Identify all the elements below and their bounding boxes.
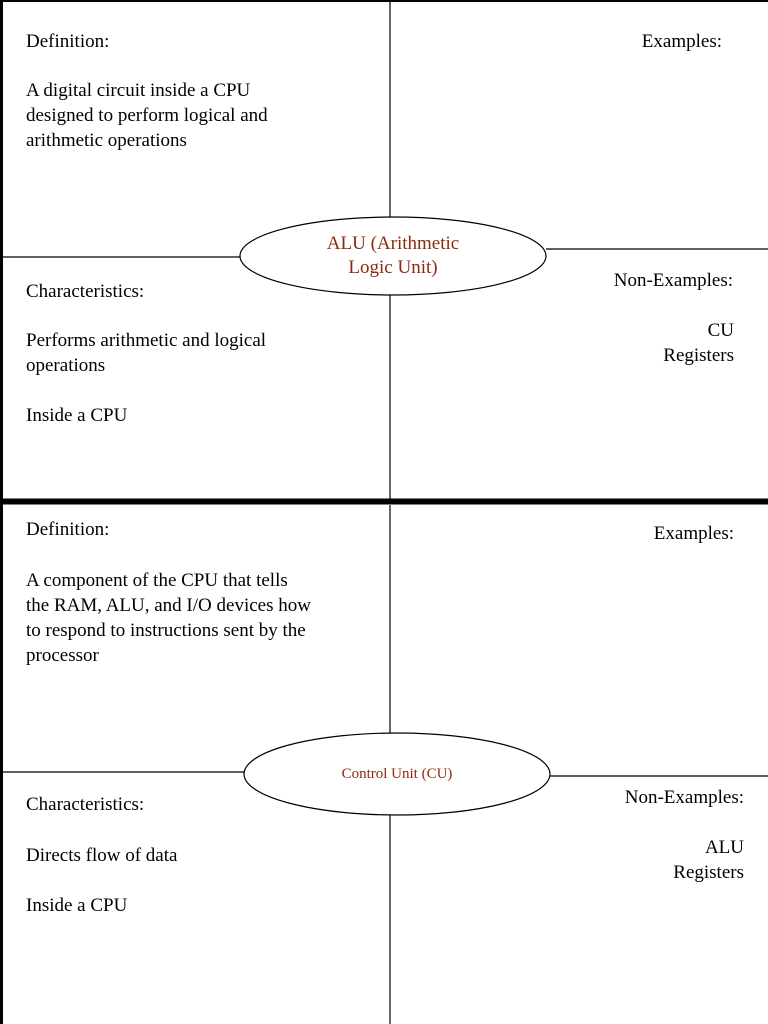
card1-non-examples-list: CU Registers	[663, 318, 734, 368]
center-label-line: Logic Unit)	[348, 257, 438, 278]
characteristics-line: Inside a CPU	[26, 895, 128, 916]
definition-line: to respond to instructions sent by the	[26, 620, 306, 641]
definition-line: processor	[26, 645, 99, 666]
characteristics-line: Inside a CPU	[26, 405, 128, 426]
card2-non-examples-heading: Non-Examples:	[624, 787, 744, 808]
center-label-line: ALU (Arithmetic	[326, 233, 460, 254]
card2-center-oval	[243, 732, 551, 816]
definition-line: A component of the CPU that tells	[26, 570, 288, 591]
characteristics-line: operations	[26, 355, 106, 376]
non-example-item: Registers	[673, 862, 744, 883]
card2-examples-heading: Examples:	[653, 523, 734, 544]
card2-center-label: Control Unit (CU)	[244, 733, 550, 815]
non-example-item: CU	[707, 320, 734, 341]
card2-non-examples-list: ALU Registers	[673, 835, 744, 885]
definition-line: designed to perform logical and	[26, 105, 268, 126]
card2-characteristics-text: Directs flow of data Inside a CPU	[26, 843, 177, 918]
characteristics-line: Directs flow of data	[26, 845, 178, 866]
card1-definition-text: A digital circuit inside a CPU designed …	[26, 78, 268, 153]
card1-center-oval	[239, 216, 547, 296]
definition-line: arithmetic operations	[26, 130, 187, 151]
characteristics-line: Performs arithmetic and logical	[26, 330, 267, 351]
card1-characteristics-text: Performs arithmetic and logical operatio…	[26, 328, 266, 428]
non-example-item: Registers	[663, 345, 734, 366]
non-example-item: ALU	[704, 837, 744, 858]
card1-definition-heading: Definition:	[26, 31, 110, 52]
card2-definition-text: A component of the CPU that tells the RA…	[26, 568, 311, 668]
center-label-line: Control Unit (CU)	[341, 765, 453, 782]
card1-examples-heading: Examples:	[641, 31, 722, 52]
definition-line: A digital circuit inside a CPU	[26, 80, 251, 101]
card2-definition-heading: Definition:	[26, 519, 110, 540]
card1-center-label: ALU (Arithmetic Logic Unit)	[240, 216, 546, 296]
card2-characteristics-heading: Characteristics:	[26, 794, 145, 815]
card1-non-examples-heading: Non-Examples:	[613, 270, 733, 291]
definition-line: the RAM, ALU, and I/O devices how	[26, 595, 311, 616]
card1-characteristics-heading: Characteristics:	[26, 281, 145, 302]
